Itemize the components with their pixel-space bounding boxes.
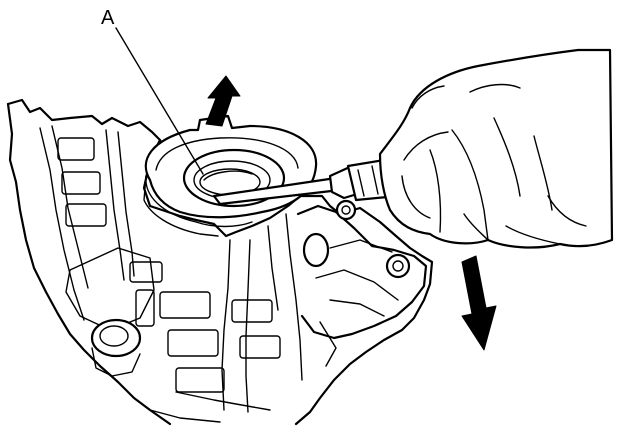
mounting-boss bbox=[296, 199, 428, 367]
callout-a-label: A bbox=[101, 7, 115, 29]
seal-collar bbox=[143, 114, 318, 237]
callout-a: A bbox=[101, 7, 204, 175]
arrow-up-icon bbox=[205, 75, 241, 127]
hand bbox=[378, 48, 614, 249]
transmission-case bbox=[6, 98, 434, 426]
screwdriver bbox=[212, 156, 406, 206]
arrow-down-icon bbox=[461, 255, 497, 351]
